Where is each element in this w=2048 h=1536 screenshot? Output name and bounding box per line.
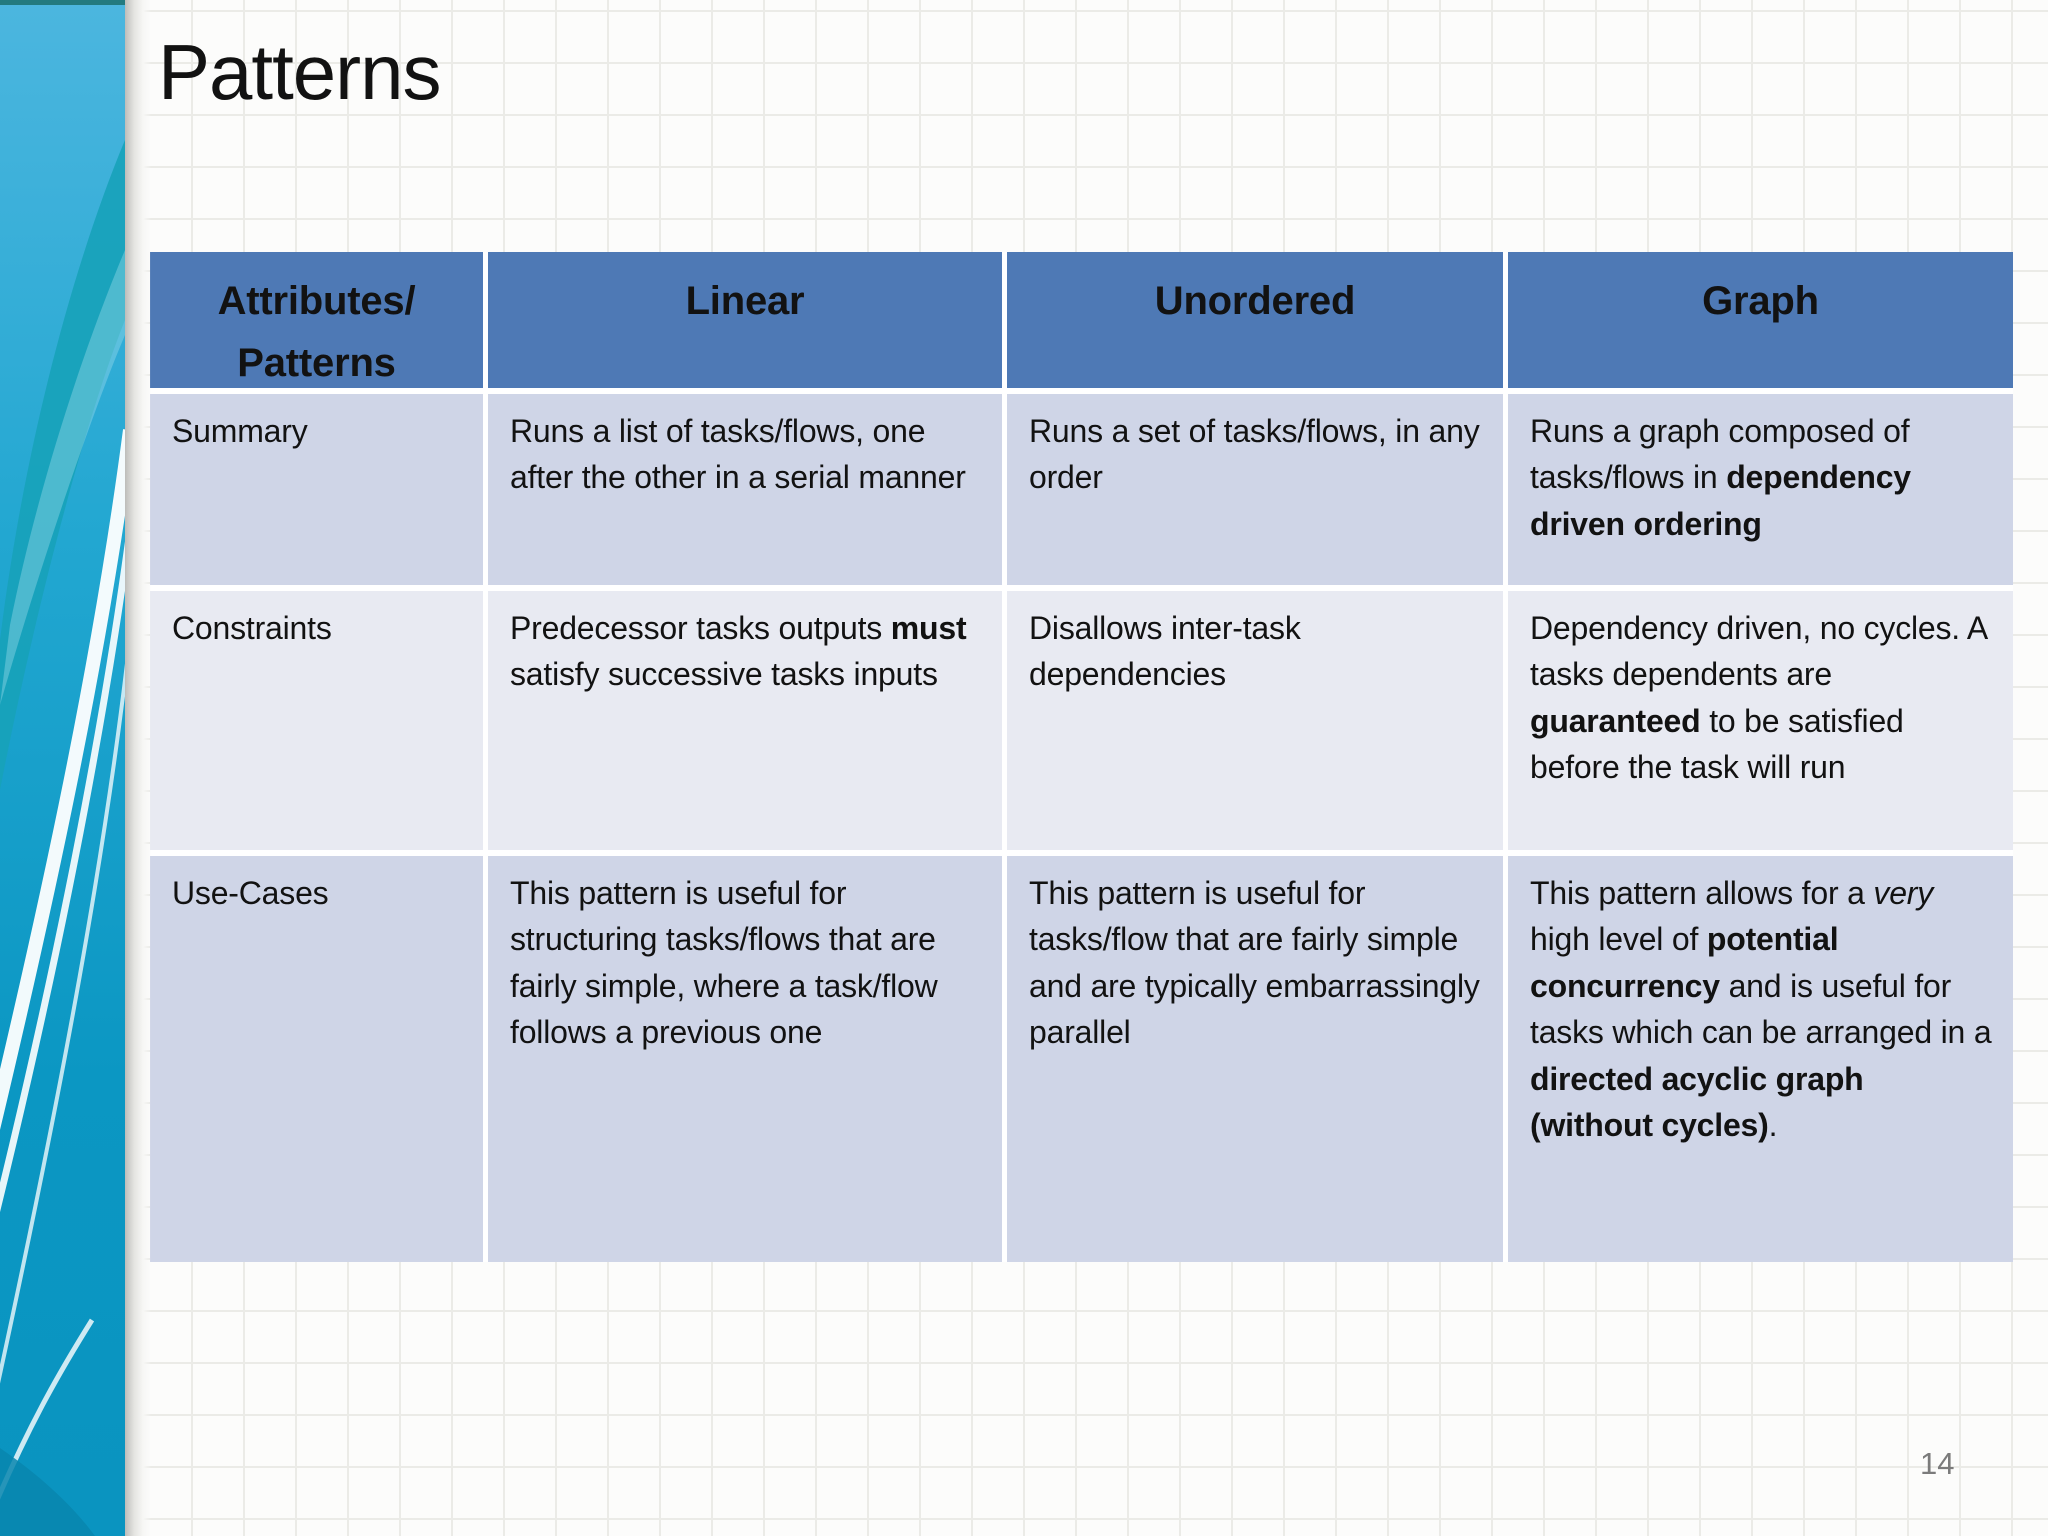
table-header-linear: Linear — [488, 252, 1002, 388]
swoosh-arc-thin — [0, 663, 125, 1384]
table-header-attributes-patterns: Attributes/ Patterns — [150, 252, 483, 388]
swoosh-arc-medium — [0, 541, 125, 1213]
page-number: 14 — [1920, 1446, 1955, 1481]
sidebar-decoration — [0, 0, 125, 1536]
cell-constraints-unordered: Disallows inter-task dependencies — [1007, 591, 1503, 850]
slide-title: Patterns — [158, 28, 441, 116]
slide-content: Patterns Attributes/ Patterns Linear Uno… — [125, 0, 2048, 1536]
swoosh-arc-thick — [0, 429, 125, 1130]
sidebar-top-line — [0, 0, 125, 5]
swoosh-band-light — [0, 250, 125, 705]
cell-summary-graph: Runs a graph composed of tasks/flows in … — [1508, 394, 2013, 585]
row-label-summary: Summary — [150, 394, 483, 585]
table-header-graph: Graph — [1508, 252, 2013, 388]
patterns-table: Attributes/ Patterns Linear Unordered Gr… — [150, 252, 2013, 1262]
cell-use-cases-unordered: This pattern is useful for tasks/flow th… — [1007, 856, 1503, 1262]
table-header-unordered: Unordered — [1007, 252, 1503, 388]
cell-summary-unordered: Runs a set of tasks/flows, in any order — [1007, 394, 1503, 585]
cell-use-cases-linear: This pattern is useful for structuring t… — [488, 856, 1002, 1262]
swoosh-arc-bottom — [0, 1318, 95, 1500]
page-edge-shadow — [125, 0, 151, 1536]
cell-summary-linear: Runs a list of tasks/flows, one after th… — [488, 394, 1002, 585]
row-label-use-cases: Use-Cases — [150, 856, 483, 1262]
swoosh-crescent-dark — [0, 140, 125, 790]
cell-use-cases-graph: This pattern allows for a very high leve… — [1508, 856, 2013, 1262]
swoosh-graphic — [0, 0, 125, 1536]
cell-constraints-linear: Predecessor tasks outputs must satisfy s… — [488, 591, 1002, 850]
cell-constraints-graph: Dependency driven, no cycles. A tasks de… — [1508, 591, 2013, 850]
swoosh-bottom-corner — [0, 1448, 95, 1536]
row-label-constraints: Constraints — [150, 591, 483, 850]
